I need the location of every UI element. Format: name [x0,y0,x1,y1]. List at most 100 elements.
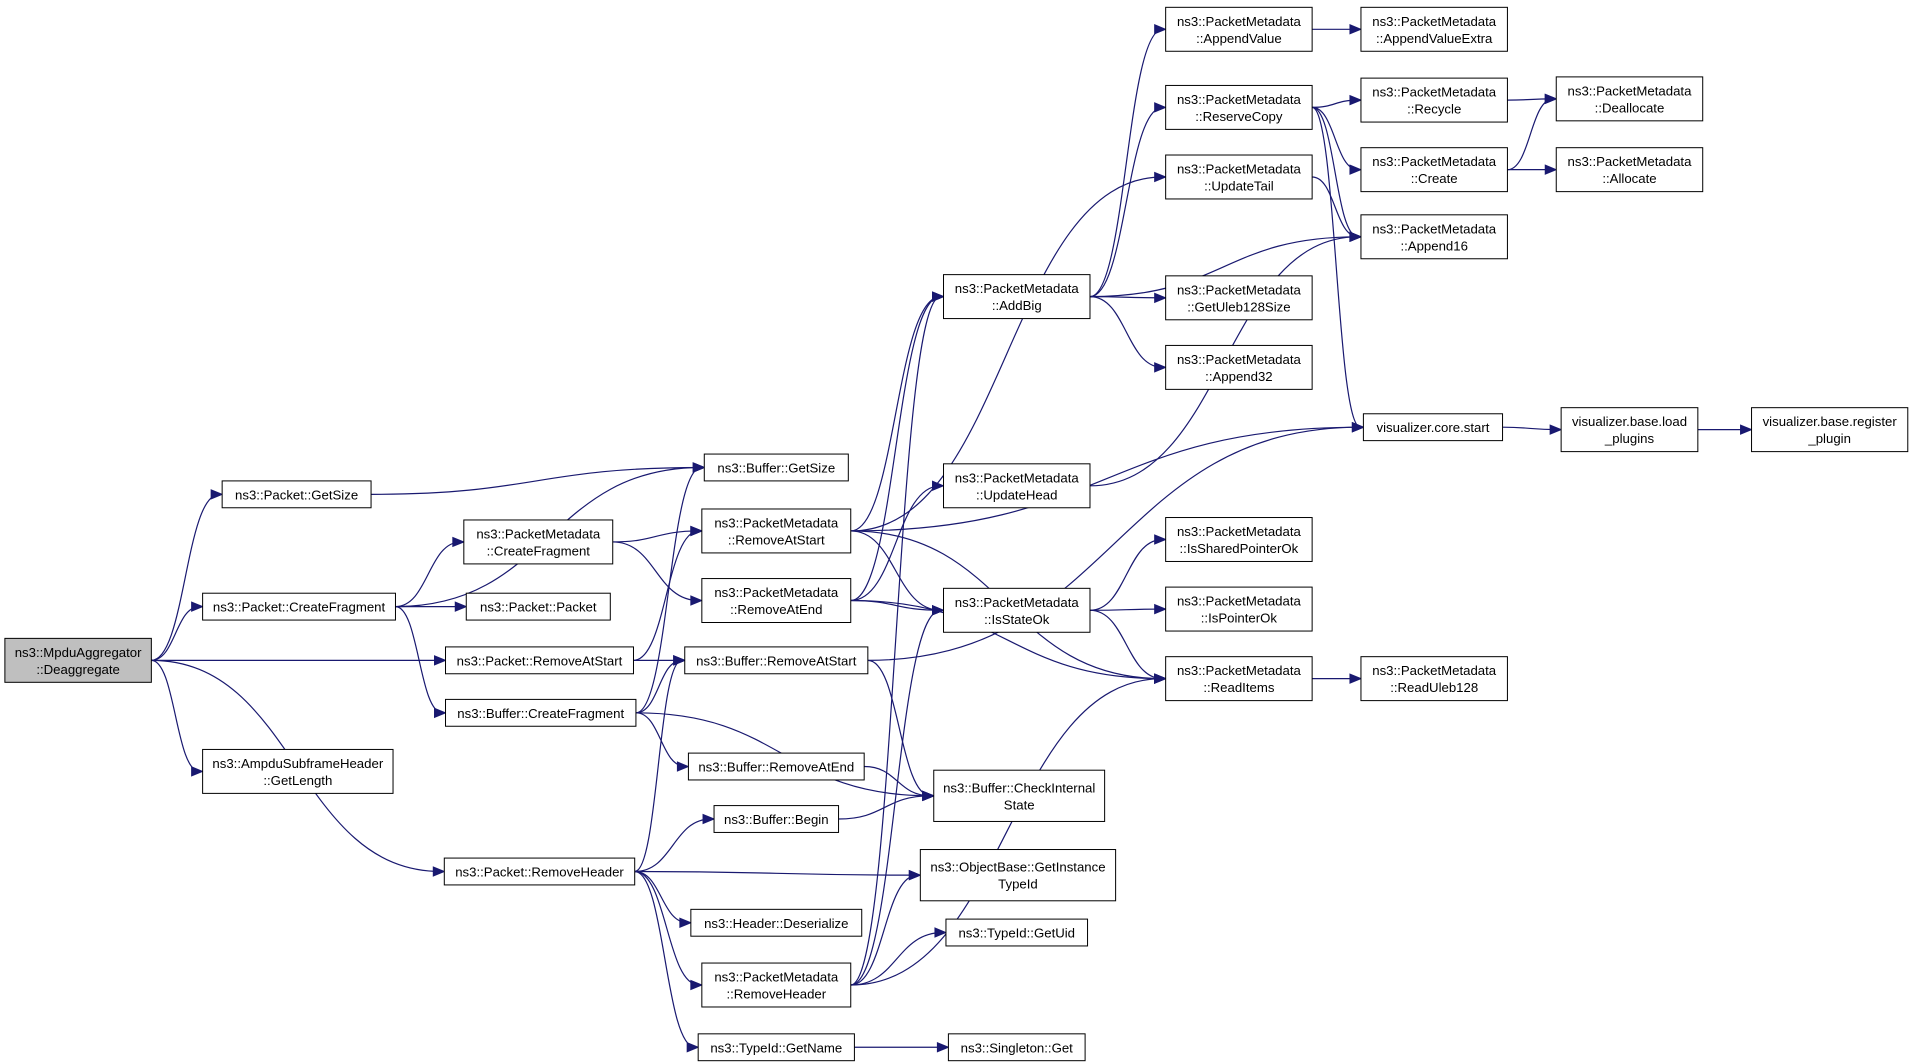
node-box [1360,656,1508,702]
node-label-line: ::AddBig [992,298,1042,313]
node-label-line: ns3::PacketMetadata [1177,524,1302,539]
node-pm-appendvalueextra[interactable]: ns3::PacketMetadata::AppendValueExtra [1360,6,1508,52]
node-pm-isptr[interactable]: ns3::PacketMetadata::IsPointerOk [1165,586,1313,632]
node-label-line: ns3::Header::Deserialize [704,916,848,931]
node-pm-readuleb[interactable]: ns3::PacketMetadata::ReadUleb128 [1360,656,1508,702]
node-label-line: ::UpdateHead [976,487,1057,502]
node-label-line: ns3::PacketMetadata [476,526,601,541]
node-pm-append32[interactable]: ns3::PacketMetadata::Append32 [1165,344,1313,390]
edge-pm-create-to-pm-deallocate [1507,93,1558,171]
node-label-line: ns3::PacketMetadata [1177,14,1302,29]
node-box [4,637,152,683]
node-pm-createfrag[interactable]: ns3::PacketMetadata::CreateFragment [463,519,614,565]
node-label-line: ::AppendValue [1196,31,1282,46]
node-pm-readitems[interactable]: ns3::PacketMetadata::ReadItems [1165,656,1313,702]
node-buf-createfrag[interactable]: ns3::Buffer::CreateFragment [445,698,637,727]
node-viz-core-start[interactable]: visualizer.core.start [1362,413,1504,442]
node-label-line: ns3::PacketMetadata [955,281,1080,296]
node-box [445,646,634,675]
node-box [713,805,840,833]
node-box [945,918,1089,947]
node-typeid-getuid[interactable]: ns3::TypeId::GetUid [945,918,1089,947]
node-typeid-getname[interactable]: ns3::TypeId::GetName [697,1033,855,1062]
node-singleton-get[interactable]: ns3::Singleton::Get [947,1033,1086,1062]
edge-pm-addbig-to-pm-reservecopy [1089,102,1167,298]
node-pm-updatetail[interactable]: ns3::PacketMetadata::UpdateTail [1165,154,1313,200]
node-box [943,274,1091,320]
node-label-line: ns3::Packet::CreateFragment [213,600,386,615]
node-pkt-getsize[interactable]: ns3::Packet::GetSize [221,480,372,509]
edge-pm-readitems-to-pm-readuleb [1312,673,1363,684]
edge-pkt-removeheader-to-buf-removeatstart [634,655,687,873]
node-pm-removeatstart[interactable]: ns3::PacketMetadata::RemoveAtStart [701,508,852,554]
node-ampdu-getlength[interactable]: ns3::AmpduSubframeHeader::GetLength [202,748,394,794]
node-buf-getsize[interactable]: ns3::Buffer::GetSize [703,453,849,482]
node-pm-getuleb[interactable]: ns3::PacketMetadata::GetUleb128Size [1165,275,1313,321]
node-label-line: ns3::Singleton::Get [961,1040,1074,1055]
node-box [697,1033,855,1062]
node-buf-removeatend[interactable]: ns3::Buffer::RemoveAtEnd [687,752,865,781]
edge-pkt-removeheader-to-hdr-deser [634,870,693,929]
node-label-line: _plugin [1807,431,1851,446]
edge-deagg-to-pkt-getsize [151,489,224,661]
node-label-line: ns3::TypeId::GetName [710,1040,842,1055]
node-pm-isstateok[interactable]: ns3::PacketMetadata::IsStateOk [943,587,1091,633]
node-pm-updatehead[interactable]: ns3::PacketMetadata::UpdateHead [943,463,1091,509]
node-pkt-removeatstart[interactable]: ns3::Packet::RemoveAtStart [445,646,634,675]
node-box [221,480,372,509]
node-box [1165,6,1313,52]
edge-pm-updatetail-to-pm-append16 [1312,176,1363,243]
edge-pkt-removeheader-to-buf-begin [634,813,716,873]
node-pm-addbig[interactable]: ns3::PacketMetadata::AddBig [943,274,1091,320]
node-pm-deallocate[interactable]: ns3::PacketMetadata::Deallocate [1555,76,1704,122]
node-label-line: ns3::Packet::RemoveHeader [455,865,624,880]
node-pm-create[interactable]: ns3::PacketMetadata::Create [1360,147,1508,193]
edge-pm-removeheader-to-pm-isstateok [850,605,945,986]
node-label-line: ::Deaggregate [36,662,120,677]
node-label-line: ns3::PacketMetadata [1372,154,1497,169]
edge-pm-isstateok-to-pm-issharedptr [1089,534,1167,611]
node-label-line: ns3::PacketMetadata [1372,663,1497,678]
node-pm-append16[interactable]: ns3::PacketMetadata::Append16 [1360,214,1508,260]
node-pkt-createfrag[interactable]: ns3::Packet::CreateFragment [202,592,396,621]
node-hdr-deser[interactable]: ns3::Header::Deserialize [690,908,863,937]
node-box [703,453,849,482]
node-box [1165,517,1313,562]
node-box [1560,407,1699,453]
node-buf-begin[interactable]: ns3::Buffer::Begin [713,805,840,833]
edge-pm-reservecopy-to-pm-create [1312,106,1363,175]
node-box [1165,656,1313,702]
edge-pm-reservecopy-to-viz-core-start [1311,106,1365,433]
node-pm-allocate[interactable]: ns3::PacketMetadata::Allocate [1555,147,1704,193]
node-pm-appendvalue[interactable]: ns3::PacketMetadata::AppendValue [1165,6,1313,52]
node-viz-register-plugin[interactable]: visualizer.base.register _plugin [1751,407,1909,453]
edge-buf-createfrag-to-buf-removeatstart [635,655,687,714]
node-pkt-packet[interactable]: ns3::Packet::Packet [465,592,611,621]
node-box [1360,214,1508,260]
node-pm-reservecopy[interactable]: ns3::PacketMetadata::ReserveCopy [1165,84,1313,130]
node-pm-recycle[interactable]: ns3::PacketMetadata::Recycle [1360,77,1508,123]
edge-pm-removeatstart-to-pm-updatetail [850,171,1167,532]
edge-pm-removeatstart-to-pm-isstateok [850,530,945,616]
node-box [943,463,1091,509]
node-label-line: ns3::Packet::GetSize [235,487,358,502]
node-label-line: ns3::ObjectBase::GetInstance [930,860,1105,875]
node-label-line: ns3::PacketMetadata [1177,161,1302,176]
node-pm-removeatend[interactable]: ns3::PacketMetadata::RemoveAtEnd [701,578,852,624]
node-buf-removeatstart[interactable]: ns3::Buffer::RemoveAtStart [684,646,869,675]
node-label-line: ns3::TypeId::GetUid [958,926,1075,941]
node-label-line: ::ReadUleb128 [1390,680,1478,695]
node-box [1165,344,1313,390]
node-box [1360,77,1508,123]
node-box [202,592,396,621]
node-box [1165,275,1313,321]
node-pm-issharedptr[interactable]: ns3::PacketMetadata::IsSharedPointerOk [1165,517,1313,562]
node-label-line: visualizer.base.register [1763,414,1898,429]
node-label-line: ns3::PacketMetadata [714,585,839,600]
edge-pm-createfrag-to-pm-removeatstart [612,525,704,543]
node-pkt-removeheader[interactable]: ns3::Packet::RemoveHeader [443,857,636,886]
node-pm-removeheader[interactable]: ns3::PacketMetadata::RemoveHeader [701,962,852,1008]
node-viz-load-plugins[interactable]: visualizer.base.load_plugins [1560,407,1699,453]
